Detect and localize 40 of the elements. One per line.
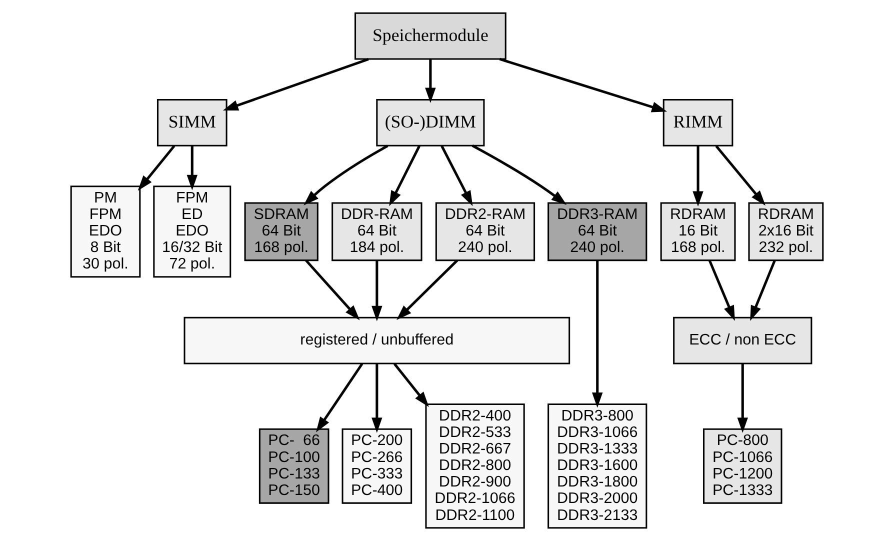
node-box: RDRAM 2x16 Bit 232 pol. — [748, 202, 824, 262]
node-box: PC-800 PC-1066 PC-1200 PC-1333 — [703, 428, 782, 504]
node-box: RIMM — [662, 98, 734, 146]
node-box: DDR-RAM 64 Bit 184 pol. — [332, 202, 422, 262]
node-box: ECC / non ECC — [673, 316, 812, 364]
node-box: DDR2-400 DDR2-533 DDR2-667 DDR2-800 DDR2-900 DDR2-1066 DDR2-1100 — [425, 404, 525, 529]
node-box: FPM ED EDO 16/32 Bit 72 pol. — [153, 186, 232, 278]
node-box: PC- 66 PC-100 PC-133 PC-150 — [258, 428, 330, 504]
node-box: RDRAM 16 Bit 168 pol. — [660, 202, 736, 262]
node-box: PM FPM EDO 8 Bit 30 pol. — [70, 186, 141, 278]
node-box: SDRAM 64 Bit 168 pol. — [244, 202, 318, 262]
arrow — [737, 364, 748, 433]
arrow — [138, 145, 176, 191]
arrow — [222, 58, 369, 111]
arrow — [715, 145, 766, 206]
arrow — [592, 260, 603, 408]
node-box: SIMM — [156, 98, 228, 146]
node-box: DDR3-RAM 64 Bit 240 pol. — [548, 202, 648, 262]
arrow — [750, 260, 776, 321]
arrow — [692, 146, 704, 207]
node-box: Speichermodule — [354, 12, 506, 60]
arrow — [186, 146, 198, 190]
arrow — [305, 259, 360, 320]
arrow — [389, 145, 420, 206]
arrow — [499, 58, 668, 112]
arrow — [316, 363, 364, 432]
arrow — [440, 145, 473, 206]
arrow — [393, 363, 429, 408]
arrow — [304, 144, 388, 206]
node-box: DDR3-800 DDR3-1066 DDR3-1333 DDR3-1600 DDR3-1800 DDR3-2000 DDR3-2133 — [548, 404, 648, 529]
arrow — [372, 364, 382, 433]
arrow — [396, 259, 458, 320]
node-box: PC-200 PC-266 PC-333 PC-400 — [342, 428, 412, 504]
arrow — [472, 144, 567, 205]
arrow — [425, 59, 436, 104]
node-box: (SO-)DIMM — [376, 98, 485, 146]
arrow — [708, 260, 735, 321]
node-box: registered / unbuffered — [184, 316, 570, 364]
node-box: DDR2-RAM 64 Bit 240 pol. — [435, 202, 536, 262]
arrow — [372, 260, 382, 322]
